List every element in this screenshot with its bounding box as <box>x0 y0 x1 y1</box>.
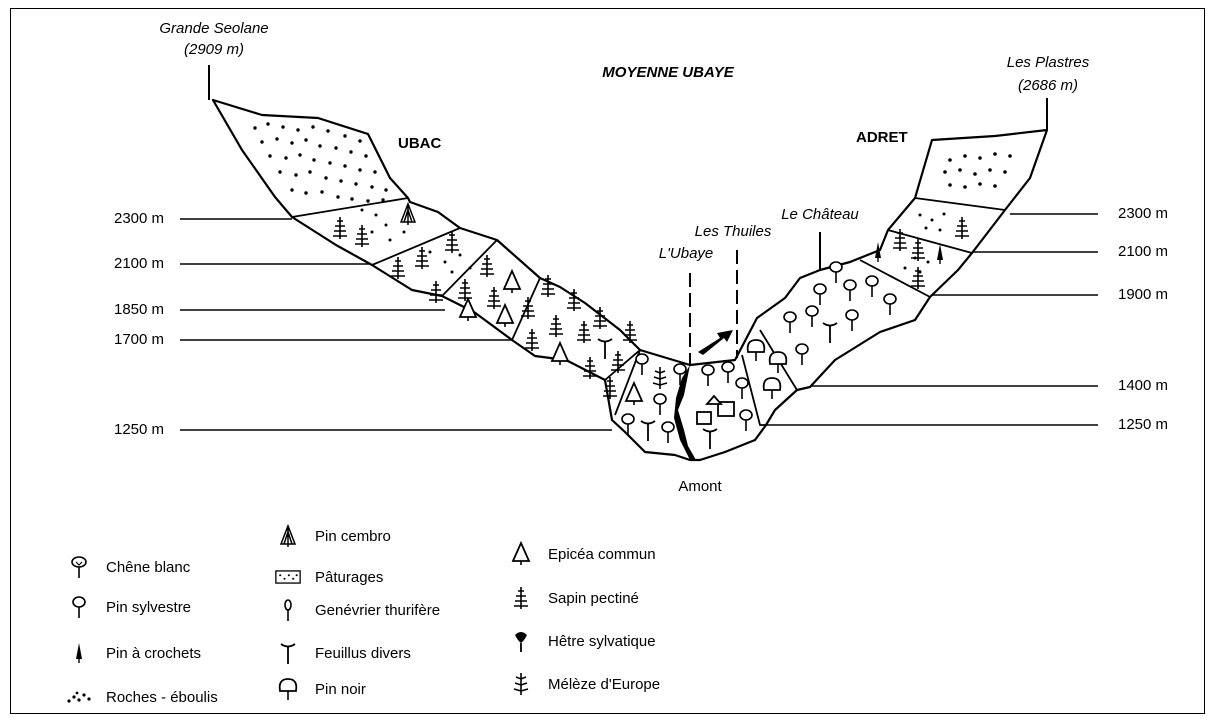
legend-item: Hêtre sylvatique <box>508 628 656 654</box>
altitude-left-label: 1250 m <box>114 421 164 438</box>
altitude-right-label: 1250 m <box>1118 416 1168 433</box>
altitude-right-label: 1900 m <box>1118 286 1168 303</box>
castle-label: Le Château <box>781 206 859 223</box>
pin-a-crochets-icon <box>66 640 92 666</box>
direction-arrow <box>698 330 733 355</box>
village-label: Les Thuiles <box>695 223 772 240</box>
legend-label: Epicéa commun <box>548 546 656 563</box>
sapin-pectine-icon <box>508 585 534 611</box>
adret-label: ADRET <box>856 129 908 146</box>
legend-item: Roches - éboulis <box>66 684 218 710</box>
legend-label: Pin à crochets <box>106 645 201 662</box>
legend-label: Genévrier thurifère <box>315 602 440 619</box>
pin-sylvestre-icon <box>66 594 92 620</box>
legend-item: Chêne blanc <box>66 554 190 580</box>
peak-left-altitude: (2909 m) <box>184 41 244 58</box>
ubac-label: UBAC <box>398 135 441 152</box>
legend-label: Hêtre sylvatique <box>548 633 656 650</box>
epicea-commun-icon <box>508 541 534 567</box>
legend-item: Pin à crochets <box>66 640 201 666</box>
feuillus-divers-icon <box>275 640 301 666</box>
diagram-title: MOYENNE UBAYE <box>602 64 733 81</box>
legend-item: Pâturages <box>275 564 383 590</box>
legend-label: Mélèze d'Europe <box>548 676 660 693</box>
legend-label: Pin noir <box>315 681 366 698</box>
legend-item: Sapin pectiné <box>508 585 639 611</box>
altitude-right-label: 1400 m <box>1118 377 1168 394</box>
altitude-left-label: 1700 m <box>114 331 164 348</box>
legend-label: Roches - éboulis <box>106 689 218 706</box>
pin-noir-icon <box>275 676 301 702</box>
chene-blanc-icon <box>66 554 92 580</box>
legend-item: Mélèze d'Europe <box>508 671 660 697</box>
hetre-sylvatique-icon <box>508 628 534 654</box>
altitude-left-label: 1850 m <box>114 301 164 318</box>
meleze-europe-icon <box>508 671 534 697</box>
genevrier-thurifere-icon <box>275 597 301 623</box>
legend-label: Chêne blanc <box>106 559 190 576</box>
valley-outline <box>213 100 1047 460</box>
legend-label: Feuillus divers <box>315 645 411 662</box>
legend-item: Pin sylvestre <box>66 594 191 620</box>
legend-item: Epicéa commun <box>508 541 656 567</box>
legend-label: Sapin pectiné <box>548 590 639 607</box>
bottom-label: Amont <box>678 478 721 495</box>
legend-label: Pin cembro <box>315 528 391 545</box>
river-label: L'Ubaye <box>659 245 714 262</box>
pin-cembro-icon <box>275 523 301 549</box>
altitude-right-label: 2100 m <box>1118 243 1168 260</box>
legend-label: Pâturages <box>315 569 383 586</box>
altitude-right-label: 2300 m <box>1118 205 1168 222</box>
peak-right-altitude: (2686 m) <box>1018 77 1078 94</box>
peak-left-name: Grande Seolane <box>159 20 268 37</box>
peak-right-name: Les Plastres <box>1007 54 1090 71</box>
legend-label: Pin sylvestre <box>106 599 191 616</box>
legend-item: Pin noir <box>275 676 366 702</box>
legend-item: Pin cembro <box>275 523 391 549</box>
legend-item: Genévrier thurifère <box>275 597 440 623</box>
altitude-left-label: 2100 m <box>114 255 164 272</box>
paturages-icon <box>275 564 301 590</box>
roches-eboulis-icon <box>66 684 92 710</box>
legend-item: Feuillus divers <box>275 640 411 666</box>
altitude-left-label: 2300 m <box>114 210 164 227</box>
